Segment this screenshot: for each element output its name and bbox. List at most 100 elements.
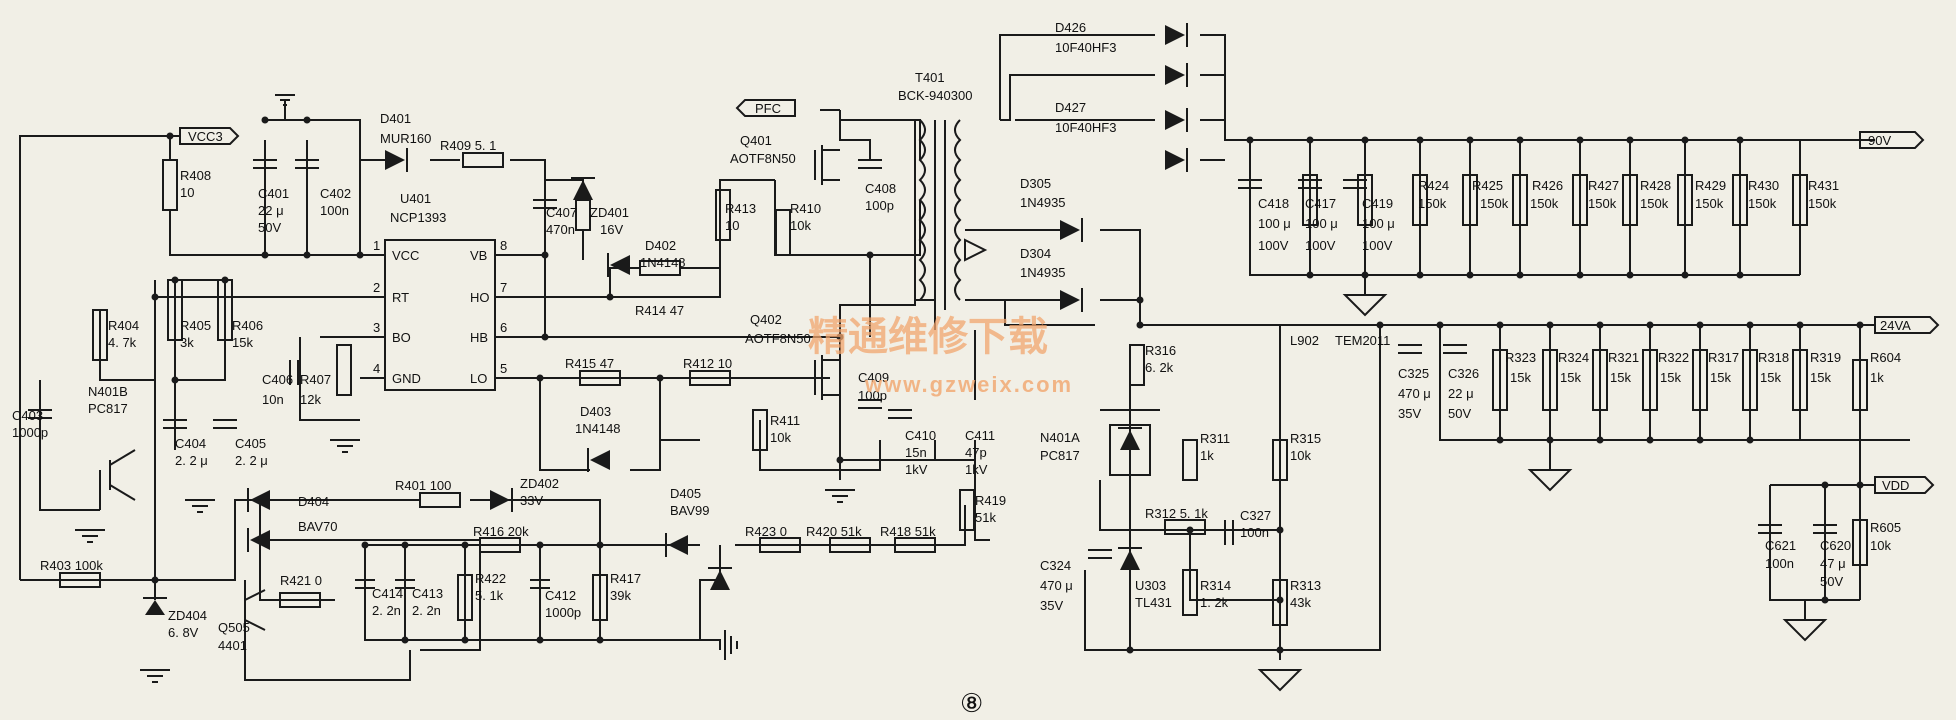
c405-ref: C405 [235, 436, 266, 451]
r429-ref: R429 [1695, 178, 1726, 193]
r410-ref: R410 [790, 201, 821, 216]
pin-num-3: 3 [373, 320, 380, 335]
c412-ref: C412 [545, 588, 576, 603]
zd404-val: 6. 8V [168, 625, 199, 640]
c327-ref: C327 [1240, 508, 1271, 523]
r413-ref: R413 [725, 201, 756, 216]
c417-val2: 100V [1305, 238, 1336, 253]
d304-ref: D304 [1020, 246, 1051, 261]
r319-ref: R319 [1810, 350, 1841, 365]
r428-val: 150k [1640, 196, 1669, 211]
r604-val: 1k [1870, 370, 1884, 385]
n401b-ref: N401B [88, 384, 128, 399]
c413-val: 2. 2n [412, 603, 441, 618]
d426-val: 10F40HF3 [1055, 40, 1116, 55]
net-tags [179, 99, 1940, 494]
watermark: 精通维修下载 www.gzweix.com [808, 314, 1071, 397]
bav70: BAV70 [298, 519, 338, 534]
pin-num-7: 7 [500, 280, 507, 295]
r324-val: 15k [1560, 370, 1581, 385]
c419-ref: C419 [1362, 196, 1393, 211]
c402-ref: C402 [320, 186, 351, 201]
r316-ref: R316 [1145, 343, 1176, 358]
r403: R403 100k [40, 558, 103, 573]
c418-ref: C418 [1258, 196, 1289, 211]
r423: R423 0 [745, 524, 787, 539]
c325-val2: 35V [1398, 406, 1421, 421]
c408-val: 100p [865, 198, 894, 213]
c410-ref: C410 [905, 428, 936, 443]
c324-ref: C324 [1040, 558, 1071, 573]
u303-ref: U303 [1135, 578, 1166, 593]
r424-val: 150k [1418, 196, 1447, 211]
r430-ref: R430 [1748, 178, 1779, 193]
zd402-ref: ZD402 [520, 476, 559, 491]
d404: D404 [298, 494, 329, 509]
r317-val: 15k [1710, 370, 1731, 385]
pin-num-2: 2 [373, 280, 380, 295]
r420: R420 51k [806, 524, 862, 539]
r422-val: 5. 1k [475, 588, 504, 603]
r323-val: 15k [1510, 370, 1531, 385]
q402-val: AOTF8N50 [745, 331, 811, 346]
r414: R414 47 [635, 303, 684, 318]
c411-val1: 47p [965, 445, 987, 460]
c621-val: 100n [1765, 556, 1794, 571]
capacitor-symbols [28, 159, 1837, 589]
d427-val: 10F40HF3 [1055, 120, 1116, 135]
r421: R421 0 [280, 573, 322, 588]
r405-ref: R405 [180, 318, 211, 333]
r319-val: 15k [1810, 370, 1831, 385]
r315-val: 10k [1290, 448, 1311, 463]
r313-ref: R313 [1290, 578, 1321, 593]
c407-val: 470n [546, 222, 575, 237]
c405-val: 2. 2 μ [235, 453, 268, 468]
net-vdd: VDD [1882, 478, 1909, 493]
r426-val: 150k [1530, 196, 1559, 211]
u401-ref: U401 [400, 191, 431, 206]
pin-vcc: VCC [392, 248, 419, 263]
c410-val2: 1kV [905, 462, 928, 477]
r429-val: 150k [1695, 196, 1724, 211]
r311-val: 1k [1200, 448, 1214, 463]
l902: L902 [1290, 333, 1319, 348]
c620-ref: C620 [1820, 538, 1851, 553]
c414-ref: C414 [372, 586, 403, 601]
q401-ref: Q401 [740, 133, 772, 148]
wires [19, 34, 1910, 681]
junction-dots [151, 116, 1864, 654]
pin-num-6: 6 [500, 320, 507, 335]
c403-val: 1000p [12, 425, 48, 440]
r313-val: 43k [1290, 595, 1311, 610]
c401-val1: 22 μ [258, 203, 284, 218]
q505-ref: Q505 [218, 620, 250, 635]
pin-rt: RT [392, 290, 409, 305]
r408-val: 10 [180, 185, 194, 200]
d305-val: 1N4935 [1020, 195, 1066, 210]
r401: R401 100 [395, 478, 451, 493]
c326-val2: 50V [1448, 406, 1471, 421]
c324-val2: 35V [1040, 598, 1063, 613]
c404-ref: C404 [175, 436, 206, 451]
c324-val1: 470 μ [1040, 578, 1073, 593]
r323-ref: R323 [1505, 350, 1536, 365]
r416: R416 20k [473, 524, 529, 539]
c410-val1: 15n [905, 445, 927, 460]
transistor-symbols [109, 145, 1151, 631]
c402-val: 100n [320, 203, 349, 218]
zd404-ref: ZD404 [168, 608, 207, 623]
net-24va: 24VA [1880, 318, 1911, 333]
pin-num-1: 1 [373, 238, 380, 253]
r314-val: 1. 2k [1200, 595, 1229, 610]
zd401-val: 16V [600, 222, 623, 237]
d403-ref: D403 [580, 404, 611, 419]
pin-vb: VB [470, 248, 487, 263]
r422-ref: R422 [475, 571, 506, 586]
r312: R312 5. 1k [1145, 506, 1208, 521]
r321-val: 15k [1610, 370, 1631, 385]
c620-val1: 47 μ [1820, 556, 1846, 571]
r409: R409 5. 1 [440, 138, 496, 153]
r413-val: 10 [725, 218, 739, 233]
c408-ref: C408 [865, 181, 896, 196]
d401-ref: D401 [380, 111, 411, 126]
